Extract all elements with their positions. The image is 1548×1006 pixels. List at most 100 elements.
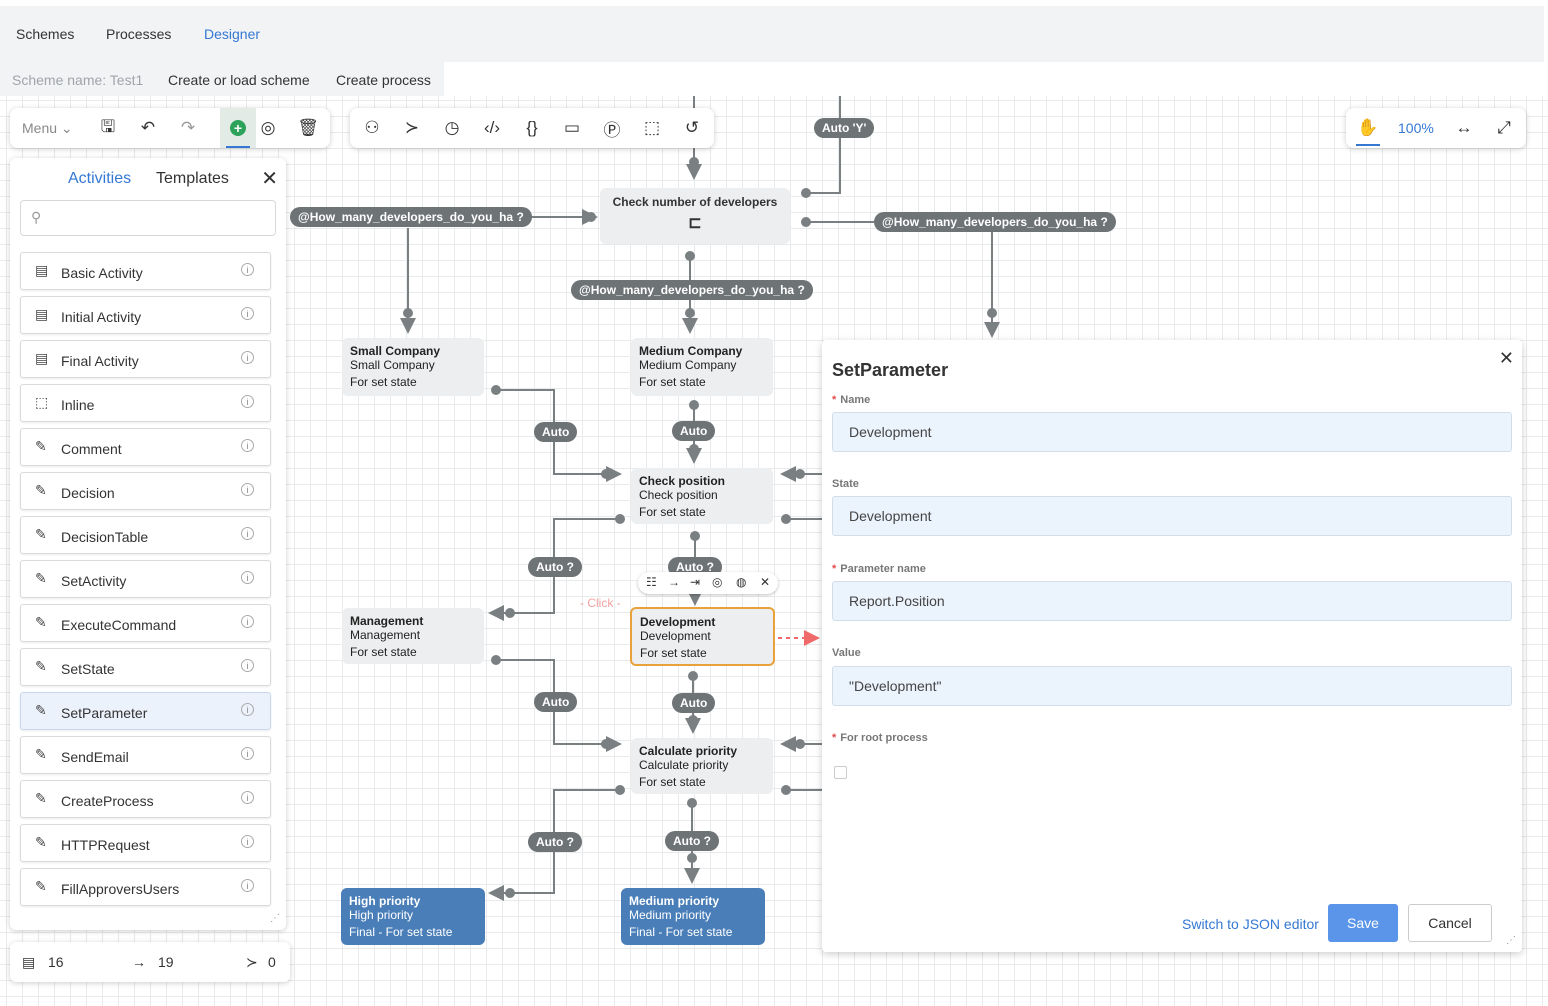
node-title: High priority	[349, 894, 421, 908]
activity-search-input[interactable]: ⚲	[20, 200, 276, 236]
comment-icon[interactable]: ▭	[563, 118, 581, 137]
info-icon[interactable]: i	[241, 263, 254, 276]
info-icon[interactable]: i	[241, 395, 254, 408]
close-icon[interactable]: ✕	[261, 168, 278, 190]
toggle-icon[interactable]: ◎	[712, 575, 723, 589]
create-or-load-scheme-button[interactable]: Create or load scheme	[168, 72, 310, 88]
history-icon[interactable]: ↺	[684, 118, 700, 137]
save-button[interactable]: Save	[1328, 904, 1398, 942]
info-icon[interactable]: i	[241, 351, 254, 364]
resize-grip-icon[interactable]: ⋰	[270, 913, 280, 924]
decision-check-developers[interactable]: Check number of developers ⊏	[600, 188, 790, 244]
redo-icon[interactable]: ↷	[180, 118, 196, 137]
timer-icon[interactable]: ◷	[444, 118, 460, 137]
undo-icon[interactable]: ↶	[140, 118, 156, 137]
activity-high-priority[interactable]: High priority High priority Final - For …	[341, 888, 485, 945]
palette-icon[interactable]: ◍	[736, 575, 747, 589]
transition-condition-middle[interactable]: @How_many_developers_do_you_ha ?	[571, 280, 813, 300]
zoom-level[interactable]: 100%	[1398, 120, 1434, 136]
switch-to-json-editor-link[interactable]: Switch to JSON editor	[1182, 916, 1319, 932]
transition-condition-left[interactable]: @How_many_developers_do_you_ha ?	[290, 207, 532, 227]
root-process-checkbox[interactable]	[834, 766, 847, 779]
menu-button[interactable]: Menu ⌄	[22, 120, 73, 136]
code-icon[interactable]: ‹/›	[483, 118, 501, 137]
command-icon[interactable]: ≻	[404, 118, 420, 137]
transition-auto[interactable]: Auto	[534, 692, 578, 712]
transition-auto-conditional[interactable]: Auto ?	[528, 832, 582, 852]
activity-development[interactable]: Development Development For set state	[630, 607, 775, 666]
transition-auto-top[interactable]: Auto 'Y'	[814, 118, 875, 138]
activity-medium-priority[interactable]: Medium priority Medium priority Final - …	[621, 888, 765, 945]
braces-icon[interactable]: {}	[526, 118, 538, 137]
transition-auto[interactable]: Auto	[534, 422, 578, 442]
tab-templates[interactable]: Templates	[156, 170, 229, 187]
save-icon[interactable]: 🖫	[100, 116, 116, 136]
add-activity-button[interactable]: +	[220, 108, 256, 148]
resize-grip-icon[interactable]: ⋰	[1506, 935, 1516, 946]
toggle-icon[interactable]: ◎	[260, 118, 276, 137]
transition-auto-conditional[interactable]: Auto ?	[528, 557, 582, 577]
parameter-name-field[interactable]: Report.Position	[832, 581, 1512, 621]
close-icon[interactable]: ✕	[760, 575, 771, 589]
view-toolbar: ✋ 100% ↔ ⤢	[1346, 108, 1526, 148]
selection-icon[interactable]: ⬚	[643, 118, 661, 137]
activity-medium-company[interactable]: Medium Company Medium Company For set st…	[631, 338, 773, 396]
name-field[interactable]: Development	[832, 412, 1512, 452]
arrow-right-icon[interactable]: →	[668, 575, 680, 589]
parameter-icon[interactable]: Ⓟ	[603, 120, 621, 140]
hand-icon[interactable]: ✋	[1357, 118, 1379, 137]
transition-auto-conditional[interactable]: Auto ?	[665, 831, 719, 851]
settings-icon[interactable]: ☷	[646, 575, 657, 589]
actor-icon[interactable]: ⚇	[364, 118, 380, 137]
info-icon[interactable]: i	[241, 791, 254, 804]
info-icon[interactable]: i	[241, 307, 254, 320]
info-icon[interactable]: i	[241, 659, 254, 672]
info-icon[interactable]: i	[241, 879, 254, 892]
transition-condition-right[interactable]: @How_many_developers_do_you_ha ?	[874, 212, 1116, 232]
nav-processes[interactable]: Processes	[106, 26, 172, 42]
info-icon[interactable]: i	[241, 835, 254, 848]
tab-activities[interactable]: Activities	[68, 170, 132, 187]
enter-icon[interactable]: ⇥	[690, 575, 701, 589]
fullscreen-icon[interactable]: ⤢	[1497, 118, 1511, 137]
transition-auto[interactable]: Auto	[672, 693, 716, 713]
activities-count-icon: ▤	[22, 954, 36, 970]
info-icon[interactable]: i	[241, 571, 254, 584]
cancel-button[interactable]: Cancel	[1408, 904, 1492, 942]
info-icon[interactable]: i	[241, 483, 254, 496]
activity-management[interactable]: Management Management For set state	[342, 608, 484, 664]
info-icon[interactable]: i	[241, 747, 254, 760]
fit-width-icon[interactable]: ↔	[1455, 118, 1473, 137]
info-icon[interactable]: i	[241, 439, 254, 452]
transition-auto[interactable]: Auto	[672, 421, 716, 441]
info-icon[interactable]: i	[241, 527, 254, 540]
nav-schemes[interactable]: Schemes	[16, 26, 75, 42]
value-field[interactable]: "Development"	[832, 666, 1512, 706]
activity-small-company[interactable]: Small Company Small Company For set stat…	[342, 338, 484, 396]
close-icon[interactable]: ✕	[1498, 348, 1514, 368]
activity-calculate-priority[interactable]: Calculate priority Calculate priority Fo…	[631, 738, 773, 794]
nav-designer[interactable]: Designer	[204, 26, 261, 42]
info-icon[interactable]: i	[241, 703, 254, 716]
activity-check-position[interactable]: Check position Check position For set st…	[631, 468, 773, 524]
node-title: Check position	[639, 474, 726, 488]
delete-icon[interactable]: 🗑	[297, 118, 319, 137]
info-icon[interactable]: i	[241, 615, 254, 628]
state-field[interactable]: Development	[832, 496, 1512, 536]
create-process-button[interactable]: Create process	[336, 72, 431, 88]
